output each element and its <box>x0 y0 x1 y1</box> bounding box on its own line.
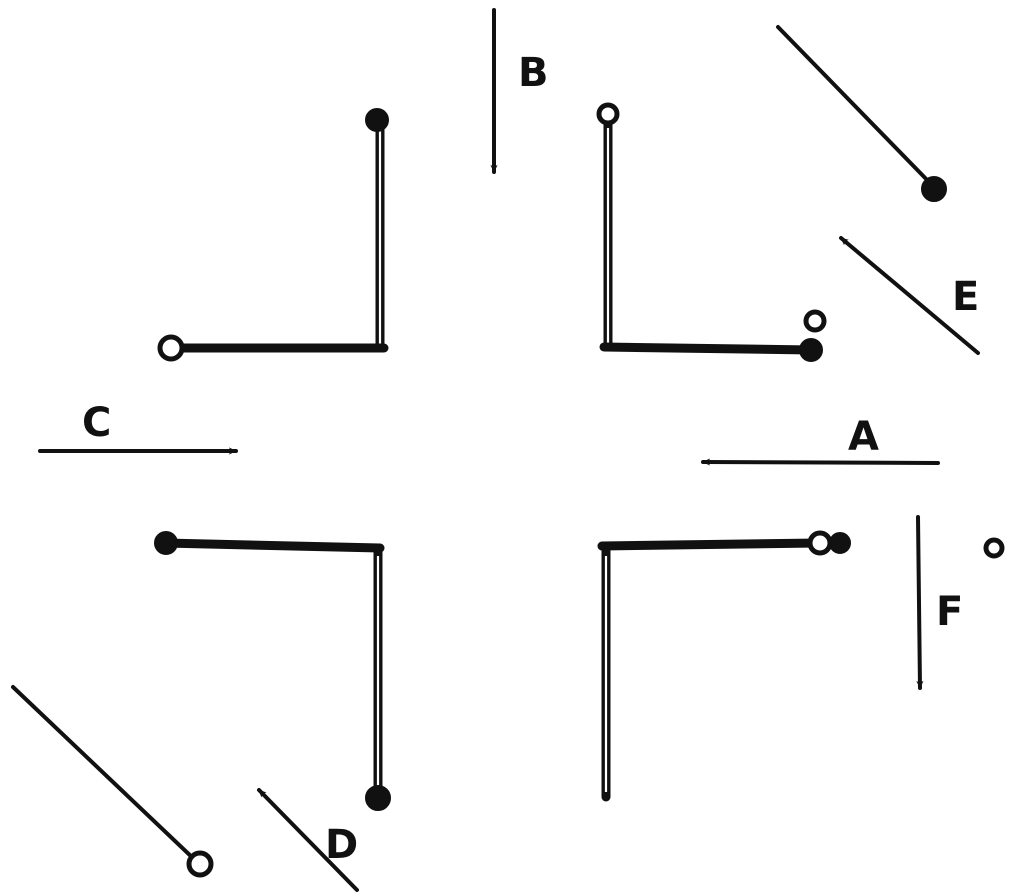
solid-post-marker <box>365 108 389 132</box>
solid-post-marker <box>365 785 391 811</box>
open-post-marker <box>803 309 827 333</box>
solid-post-marker <box>829 532 851 554</box>
arrow-a <box>701 458 940 466</box>
label-c: C <box>82 400 111 446</box>
open-point-marker <box>983 537 1005 559</box>
corner-bottom-right <box>597 530 851 802</box>
open-post-marker <box>807 530 833 556</box>
open-post-marker <box>596 102 620 126</box>
arrow-f <box>916 515 924 690</box>
corner-bottom-left <box>154 531 391 811</box>
diagonal-top-right <box>776 25 947 202</box>
label-a: A <box>848 414 879 460</box>
arrow-e <box>839 236 980 355</box>
label-e: E <box>952 274 979 320</box>
label-d: D <box>325 822 358 868</box>
corner-top-right <box>596 102 827 362</box>
solid-post-marker <box>154 531 178 555</box>
arrow-d <box>257 788 359 892</box>
solid-post-marker <box>921 176 947 202</box>
diagonal-bottom-left <box>11 685 214 878</box>
label-b: B <box>518 50 549 96</box>
open-post-marker <box>157 334 185 362</box>
label-f: F <box>936 589 963 635</box>
corner-top-left <box>157 108 389 362</box>
solid-post-marker <box>799 338 823 362</box>
open-post-marker <box>186 850 214 878</box>
